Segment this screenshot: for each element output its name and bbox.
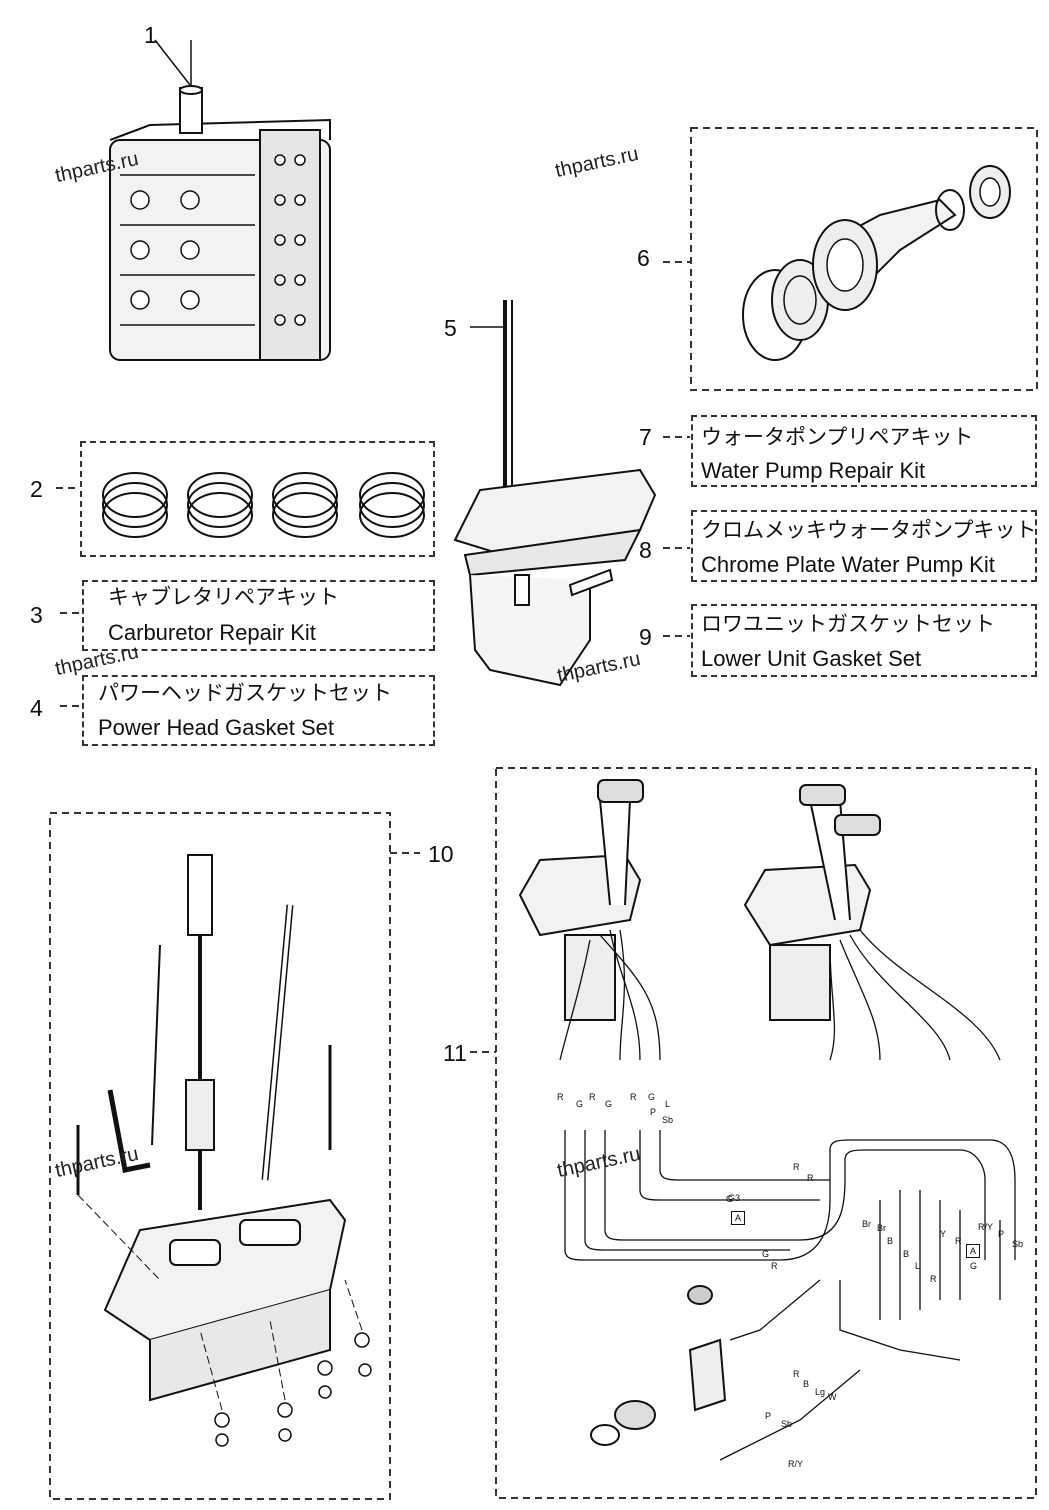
wire-label: Sb [781,1419,793,1429]
lower-unit-gasket-jp: ロワユニットガスケットセット [701,612,995,636]
carburetor-kit-jp: キャブレタリペアキット [108,585,339,609]
callout-2: 2 [30,476,43,502]
lower-unit-illustration [453,300,657,687]
chrome-kit-jp: クロムメッキウォータポンプキット [701,518,1037,542]
wire-label: G [605,1099,613,1109]
lower-unit-gasket-set-box: ロワユニットガスケットセット Lower Unit Gasket Set [691,604,1037,677]
chrome-kit-en: Chrome Plate Water Pump Kit [701,552,995,577]
wire-label: B [903,1249,910,1259]
wire-label: Lg [815,1387,826,1397]
wire-label: Br [862,1219,871,1229]
power-head-gasket-set-box: パワーヘッドガスケットセット Power Head Gasket Set [82,675,435,746]
callout-1: 1 [144,22,157,48]
carburetor-kit-en: Carburetor Repair Kit [108,620,316,645]
wire-label: G [648,1092,656,1102]
wire-label: R [793,1162,800,1172]
wire-label: L [665,1099,671,1109]
chrome-plate-water-pump-kit-box: クロムメッキウォータポンプキット Chrome Plate Water Pump… [691,510,1037,582]
wire-label: G [576,1099,584,1109]
wire-label: Y [940,1229,947,1239]
remote-control-illustration [518,779,1016,1461]
wire-label: G [762,1249,770,1259]
power-head-illustration [109,40,331,361]
callout-5: 5 [444,315,457,341]
wire-label: P [998,1229,1005,1239]
callout-11: 11 [443,1040,467,1066]
wire-label: R [771,1261,778,1271]
wire-label: Sb [662,1115,674,1125]
callout-9: 9 [639,624,652,650]
wire-label: R [557,1092,564,1102]
callout-6: 6 [637,245,650,271]
wire-label: R [807,1173,814,1183]
wire-label: P [765,1411,772,1421]
wire-label: Sb [1012,1239,1024,1249]
wire-label: R/Y [788,1459,804,1469]
lower-unit-gasket-en: Lower Unit Gasket Set [701,646,922,671]
callout-3: 3 [30,602,43,628]
water-pump-repair-kit-box: ウォータポンプリペアキット Water Pump Repair Kit [691,415,1037,487]
callout-7: 7 [639,424,652,450]
water-pump-kit-jp: ウォータポンプリペアキット [701,425,974,449]
wire-label: R [955,1236,962,1246]
wire-label: R [930,1274,937,1284]
carburetor-repair-kit-box: キャブレタリペアキット Carburetor Repair Kit [82,580,435,651]
connector-tag-a: A [731,1211,745,1225]
wire-label: L [915,1261,921,1271]
water-pump-kit-en: Water Pump Repair Kit [701,458,926,483]
power-head-gasket-jp: パワーヘッドガスケットセット [98,681,392,705]
wire-label: R [630,1092,637,1102]
callout-4: 4 [30,695,43,721]
water-pump-illustration [742,165,1011,361]
wire-label: G [726,1194,734,1204]
callout-8: 8 [639,537,652,563]
connector-tag-a: A [966,1244,980,1258]
power-head-gasket-en: Power Head Gasket Set [98,715,335,740]
g3-label: G3 [728,1193,741,1203]
wire-label: B [803,1379,810,1389]
wire-label: G [970,1261,978,1271]
wire-label: R [793,1369,800,1379]
wire-label: R/Y [978,1222,994,1232]
wire-label: B [887,1236,894,1246]
wire-label: W [828,1392,837,1402]
wire-label: R [589,1092,596,1102]
callout-10: 10 [428,841,454,867]
driveshaft-kit-illustration [76,854,372,1447]
wire-label: P [650,1107,657,1117]
piston-ring-box [80,441,435,557]
wire-label: Br [877,1223,886,1233]
piston-rings-illustration [102,472,425,538]
